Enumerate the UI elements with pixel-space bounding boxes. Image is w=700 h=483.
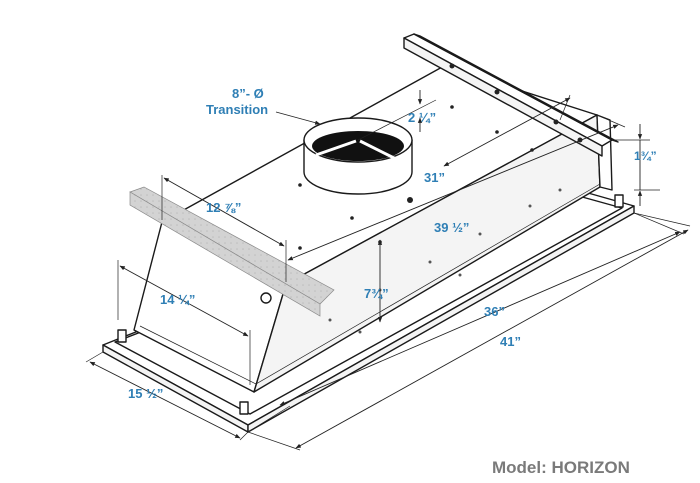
dimension-lines	[85, 90, 691, 451]
collar-offset-label: 2 ¼”	[408, 110, 436, 125]
body-length-label: 39 ½”	[434, 220, 469, 235]
bracket-height-label: 1¾”	[634, 149, 657, 163]
model-label: Model: HORIZON	[492, 458, 630, 477]
overall-depth-label: 15 ½”	[128, 386, 163, 401]
overall-length-label: 41”	[500, 334, 521, 349]
length-label: 36”	[484, 304, 505, 319]
transition-label: Transition	[206, 102, 268, 117]
bracket-width-label: 12 ⅞”	[206, 200, 241, 215]
duct-transition	[303, 117, 413, 195]
body-height-label: 7¾”	[364, 286, 389, 301]
transition-diameter-label: 8”- Ø	[232, 86, 264, 101]
dimension-labels: 8”- Ø Transition 2 ¼” 1¾” 31” 12 ⅞” 39 ½…	[128, 86, 657, 401]
inner-length-label: 31”	[424, 170, 445, 185]
body-depth-label: 14 ¼”	[160, 292, 195, 307]
